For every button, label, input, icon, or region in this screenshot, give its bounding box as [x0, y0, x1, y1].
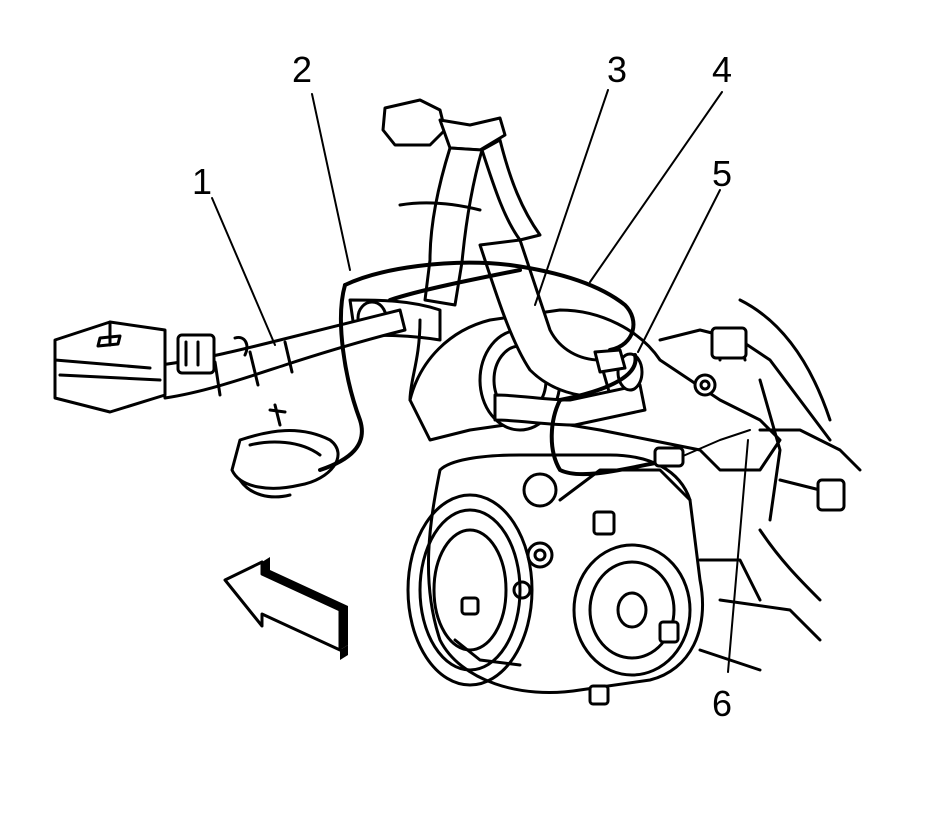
leader-line-6 — [727, 439, 749, 673]
callout-3: 3 — [607, 49, 627, 90]
callout-5: 5 — [712, 153, 732, 194]
callout-2: 2 — [292, 49, 312, 90]
wiring-harness — [53, 308, 407, 499]
leader-line-2 — [311, 93, 351, 271]
leader-line-4 — [589, 91, 723, 283]
callout-leaders — [211, 89, 749, 673]
front-direction-arrow-icon — [223, 557, 348, 660]
callout-4: 4 — [712, 49, 732, 90]
callout-6: 6 — [712, 683, 732, 724]
hose-routing-lines — [318, 260, 751, 477]
leader-line-5 — [637, 189, 721, 353]
callout-1: 1 — [192, 161, 212, 202]
leader-line-1 — [211, 197, 276, 346]
ac-compressor — [406, 453, 822, 706]
callout-labels: 1 2 3 4 5 6 — [192, 49, 732, 724]
leader-line-3 — [534, 89, 609, 306]
